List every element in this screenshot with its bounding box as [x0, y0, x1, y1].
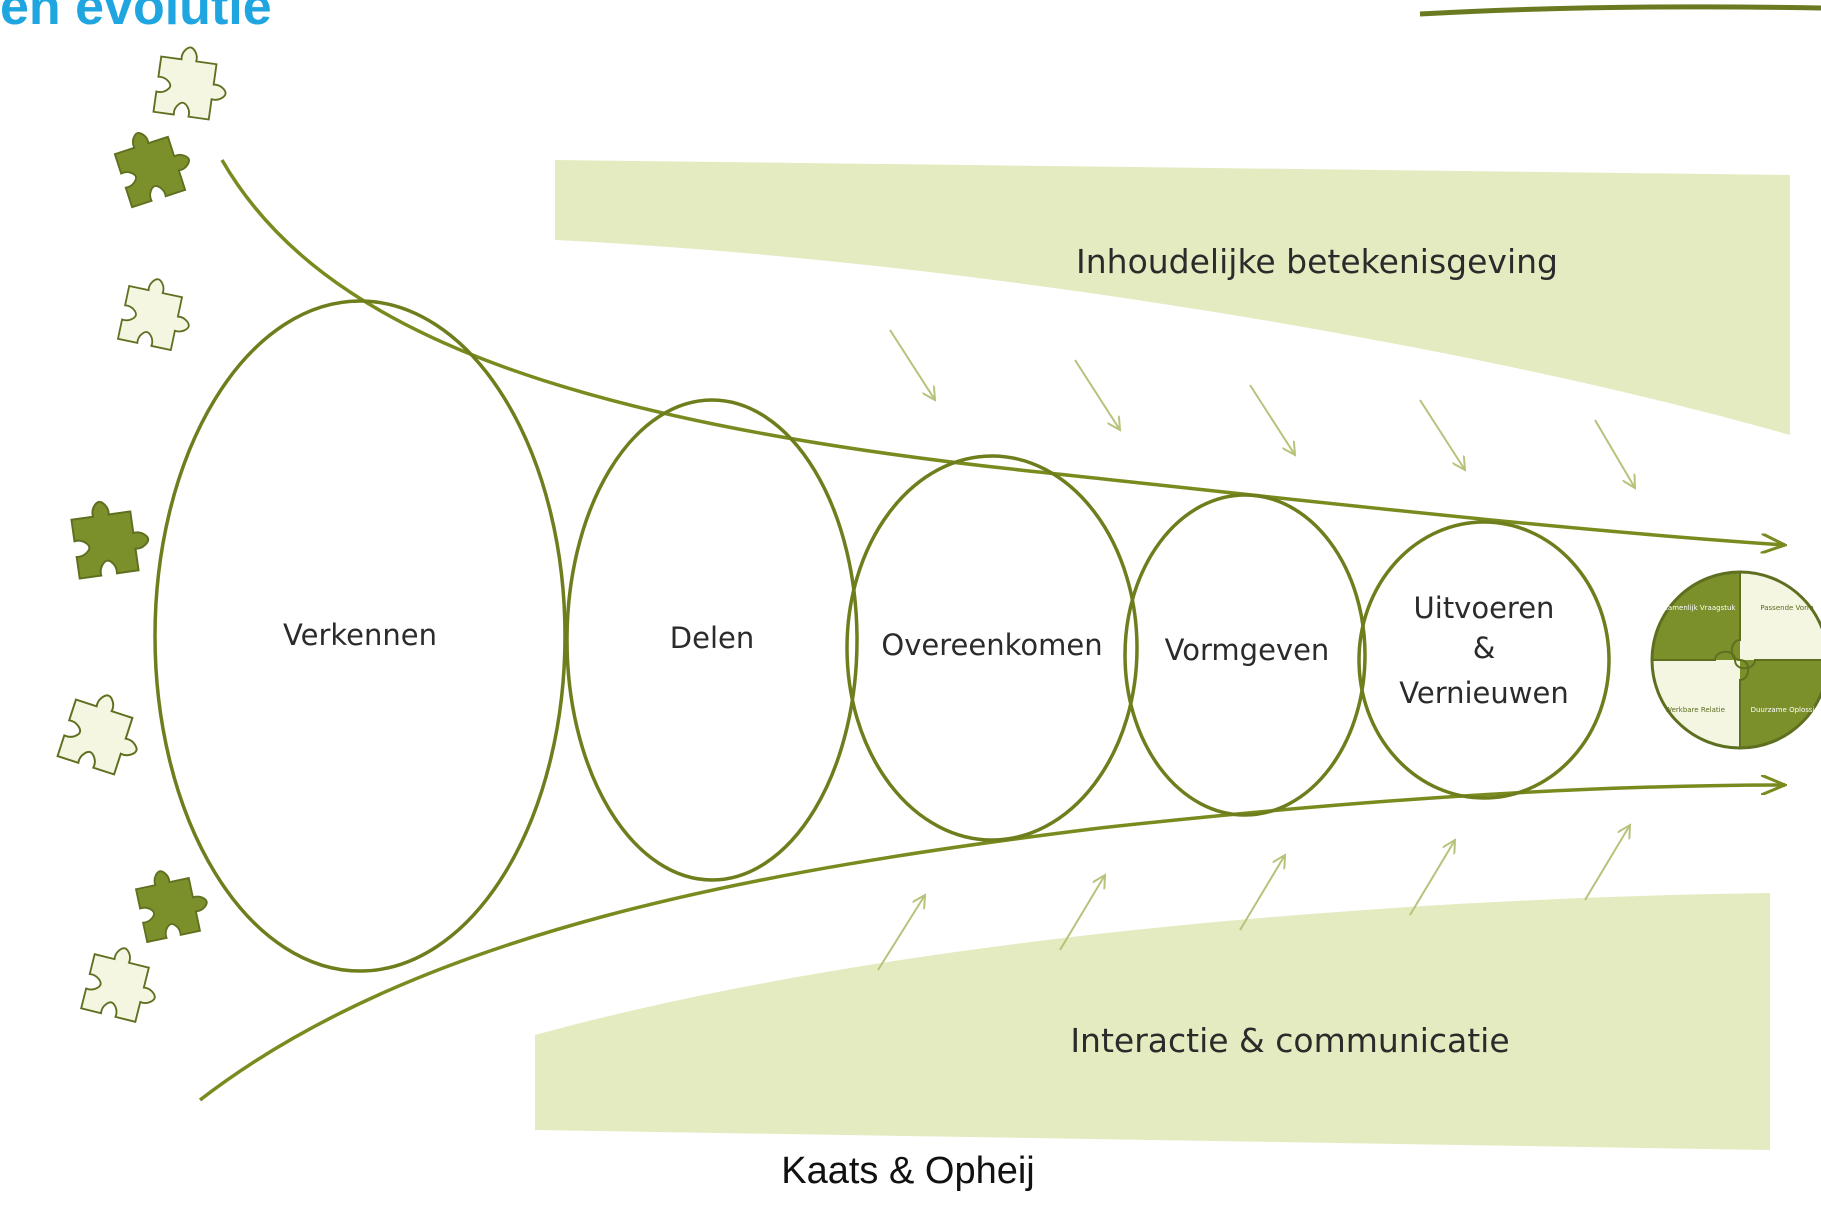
- puzzle-piece-icon: [56, 685, 151, 780]
- funnel-upper-curve: [220, 159, 1785, 545]
- influence-arrows-top: [889, 329, 1635, 488]
- stage-ellipse-vormgeven: [1123, 493, 1367, 817]
- stage-label-overeenkomen: Overeenkomen: [881, 628, 1102, 662]
- stage-label-delen: Delen: [670, 621, 754, 655]
- stage-label-uitvoeren: Uitvoeren: [1414, 591, 1555, 625]
- interaction-band-bottom: [535, 893, 1770, 1150]
- influence-arrows-bottom: [877, 825, 1630, 971]
- puzzle-piece-icon: [132, 862, 214, 943]
- puzzle-label-1: Gezamenlijk Vraagstuk: [1655, 604, 1737, 612]
- stage-label-vormgeven: Vormgeven: [1165, 633, 1330, 667]
- puzzle-piece-icon: [68, 494, 154, 580]
- stage-ellipse-overeenkomen: [845, 454, 1139, 842]
- top-right-decoration: [1419, 4, 1821, 17]
- stage-ellipse-delen: [565, 398, 859, 882]
- puzzle-piece-icon: [80, 940, 166, 1026]
- content-band-label: Inhoudelijke betekenisgeving: [1076, 242, 1558, 281]
- stage-ellipse-uitvoeren: [1357, 520, 1611, 800]
- puzzle-piece-icon: [109, 119, 199, 209]
- puzzle-piece-icons: [56, 42, 233, 1026]
- source-credit: Kaats & Opheij: [781, 1150, 1034, 1192]
- interaction-band-label: Interactie & communicatie: [1070, 1021, 1509, 1060]
- stage-label-verkennen: Verkennen: [283, 618, 437, 652]
- funnel-lower-curve: [198, 785, 1785, 1102]
- content-band-top: [555, 160, 1790, 435]
- completed-puzzle-circle: Gezamenlijk Vraagstuk Passende Vorm Werk…: [1650, 570, 1821, 750]
- stage-label-ampersand: &: [1473, 631, 1496, 665]
- page-title: en evolutie: [0, 0, 272, 36]
- puzzle-piece-icon: [117, 272, 198, 354]
- puzzle-label-2: Passende Vorm: [1760, 604, 1813, 612]
- puzzle-label-4: Duurzame Oplossing: [1751, 706, 1821, 714]
- stage-ellipses: [153, 299, 1611, 973]
- puzzle-piece-icon: [152, 42, 233, 123]
- stage-label-vernieuwen: Vernieuwen: [1399, 676, 1568, 710]
- puzzle-label-3: Werkbare Relatie: [1665, 706, 1725, 714]
- stage-ellipse-verkennen: [153, 299, 567, 973]
